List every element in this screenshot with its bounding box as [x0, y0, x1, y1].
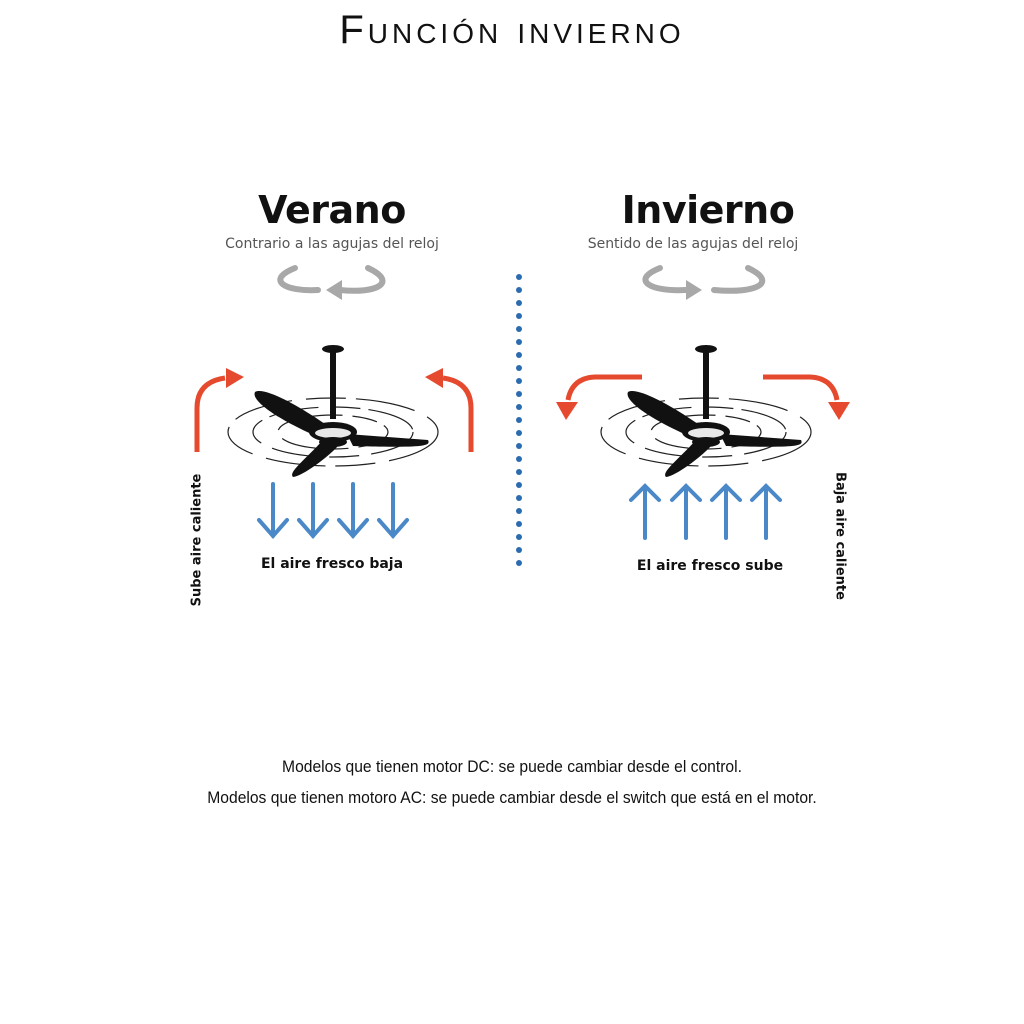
winter-rotation-arrows	[642, 265, 766, 300]
winter-fan-icon	[600, 345, 812, 477]
page-title: Función invierno	[339, 8, 685, 52]
summer-warm-air-arrows	[194, 368, 474, 452]
summer-title: Verano	[258, 188, 406, 232]
winter-caption: El aire fresco sube	[636, 558, 784, 574]
summer-cool-air-arrows	[257, 482, 409, 540]
winter-cool-air-arrows	[629, 483, 782, 540]
note-ac-motor: Modelos que tienen motoro AC: se puede c…	[207, 788, 817, 807]
winter-subtitle: Sentido de las agujas del reloj	[587, 236, 799, 252]
summer-fan-icon	[227, 345, 439, 477]
note-dc-motor: Modelos que tienen motor DC: se puede ca…	[282, 757, 742, 776]
winter-warm-air-arrows	[556, 374, 850, 420]
summer-subtitle: Contrario a las agujas del reloj	[225, 236, 439, 252]
winter-title: Invierno	[621, 188, 795, 232]
dotted-divider	[516, 274, 522, 566]
summer-rotation-arrows	[277, 265, 386, 300]
summer-caption: El aire fresco baja	[260, 556, 404, 572]
